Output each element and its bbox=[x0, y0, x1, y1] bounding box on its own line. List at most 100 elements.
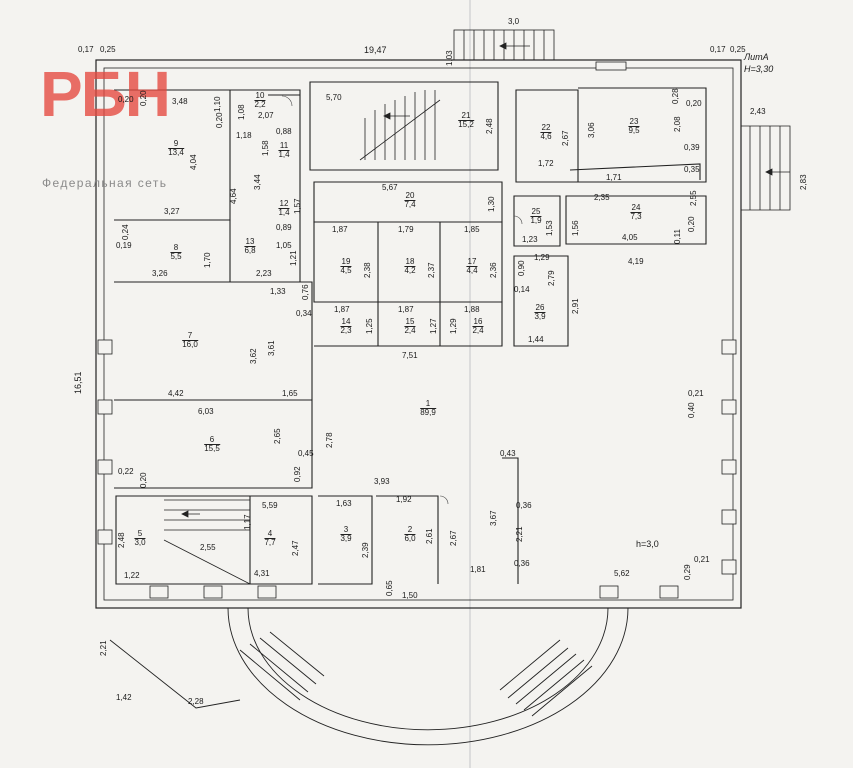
dim-label: 2,55 bbox=[689, 190, 698, 206]
dim-label: 0,22 bbox=[118, 467, 134, 476]
dim-label: 1,70 bbox=[203, 252, 212, 268]
dim-label: 0,17 bbox=[710, 45, 726, 54]
dim-label: 1,71 bbox=[606, 173, 622, 182]
dim-label: 1,85 bbox=[464, 225, 480, 234]
dim-label: 0,20 bbox=[139, 472, 148, 488]
dim-label: 4,31 bbox=[254, 569, 270, 578]
dim-label: 0,20 bbox=[215, 112, 224, 128]
dim-label: 0,19 bbox=[116, 241, 132, 250]
dim-label: 3,06 bbox=[587, 122, 596, 138]
dim-label: 1,81 bbox=[470, 565, 486, 574]
dim-label: 1,44 bbox=[528, 335, 544, 344]
dim-label: 0,45 bbox=[298, 449, 314, 458]
dim-label: 1,65 bbox=[282, 389, 298, 398]
dim-label: 1,87 bbox=[398, 305, 414, 314]
dim-label: 0,35 bbox=[684, 165, 700, 174]
dim-label: 4,42 bbox=[168, 389, 184, 398]
dim-label: 0,20 bbox=[118, 95, 134, 104]
stairs-top bbox=[453, 29, 555, 61]
dim-label: 0,36 bbox=[516, 501, 532, 510]
dim-label: 0,25 bbox=[730, 45, 746, 54]
dim-label: 2,38 bbox=[363, 262, 372, 278]
dim-label: 2,61 bbox=[425, 528, 434, 544]
dim-label: 2,47 bbox=[291, 540, 300, 556]
dim-label: 2,48 bbox=[485, 118, 494, 134]
dim-label: 2,39 bbox=[361, 542, 370, 558]
rbn-logo: РБН bbox=[40, 58, 171, 130]
dim-label: 0,34 bbox=[296, 309, 312, 318]
lit-label: ЛитА bbox=[744, 52, 769, 62]
dim-label: 2,37 bbox=[427, 262, 436, 278]
dim-label: 0,20 bbox=[687, 216, 696, 232]
entrance-porch bbox=[109, 607, 629, 746]
interior-walls bbox=[114, 81, 707, 585]
dim-label: 16,51 bbox=[73, 371, 83, 394]
dim-label: 1,08 bbox=[237, 104, 246, 120]
dim-label: 3,62 bbox=[249, 348, 258, 364]
dim-label: 1,21 bbox=[289, 250, 298, 266]
flow-arrows bbox=[181, 42, 790, 518]
dim-label: 1,17 bbox=[243, 514, 252, 530]
dim-label: 3,93 bbox=[374, 477, 390, 486]
dim-label: 0,40 bbox=[687, 402, 696, 418]
dim-label: 1,29 bbox=[449, 318, 458, 334]
dim-label: 19,47 bbox=[364, 45, 387, 55]
dim-label: 0,20 bbox=[139, 90, 148, 106]
dim-label: 0,88 bbox=[276, 127, 292, 136]
dim-label: 5,59 bbox=[262, 501, 278, 510]
dim-label: 0,25 bbox=[100, 45, 116, 54]
dim-label: 0,11 bbox=[673, 229, 682, 244]
dim-label: 1,23 bbox=[522, 235, 538, 244]
dim-label: 0,29 bbox=[683, 564, 692, 580]
dim-label: 1,10 bbox=[213, 96, 222, 112]
dim-label: 2,21 bbox=[515, 526, 524, 542]
dim-label: 5,70 bbox=[326, 93, 342, 102]
dim-label: 0,39 bbox=[684, 143, 700, 152]
dim-label: 0,20 bbox=[686, 99, 702, 108]
dim-label: 2,91 bbox=[571, 298, 580, 314]
dim-label: 0,17 bbox=[78, 45, 94, 54]
dim-label: 0,65 bbox=[385, 580, 394, 596]
dim-label: 1,25 bbox=[365, 318, 374, 334]
dim-label: 1,29 bbox=[534, 253, 550, 262]
dim-label: 2,67 bbox=[449, 530, 458, 546]
dim-label: 1,50 bbox=[402, 591, 418, 600]
dim-label: 1,87 bbox=[332, 225, 348, 234]
dim-label: 2,67 bbox=[561, 130, 570, 146]
dim-label: 0,21 bbox=[694, 555, 710, 564]
dim-label: 1,88 bbox=[464, 305, 480, 314]
dim-label: 3,27 bbox=[164, 207, 180, 216]
dim-label: 1,33 bbox=[270, 287, 286, 296]
dim-label: 4,05 bbox=[622, 233, 638, 242]
dim-label: 5,67 bbox=[382, 183, 398, 192]
dim-label: 1,22 bbox=[124, 571, 140, 580]
dim-label: 1,87 bbox=[334, 305, 350, 314]
dim-label: 0,43 bbox=[500, 449, 516, 458]
dim-label: 0,24 bbox=[121, 224, 130, 240]
dim-label: 3,67 bbox=[489, 510, 498, 526]
dim-label: 1,18 bbox=[236, 131, 252, 140]
dim-label: 1,63 bbox=[336, 499, 352, 508]
dim-label: 2,48 bbox=[117, 532, 126, 548]
dim-label: 0,21 bbox=[688, 389, 704, 398]
dim-label: 2,79 bbox=[547, 270, 556, 286]
dim-label: 4,04 bbox=[189, 154, 198, 170]
